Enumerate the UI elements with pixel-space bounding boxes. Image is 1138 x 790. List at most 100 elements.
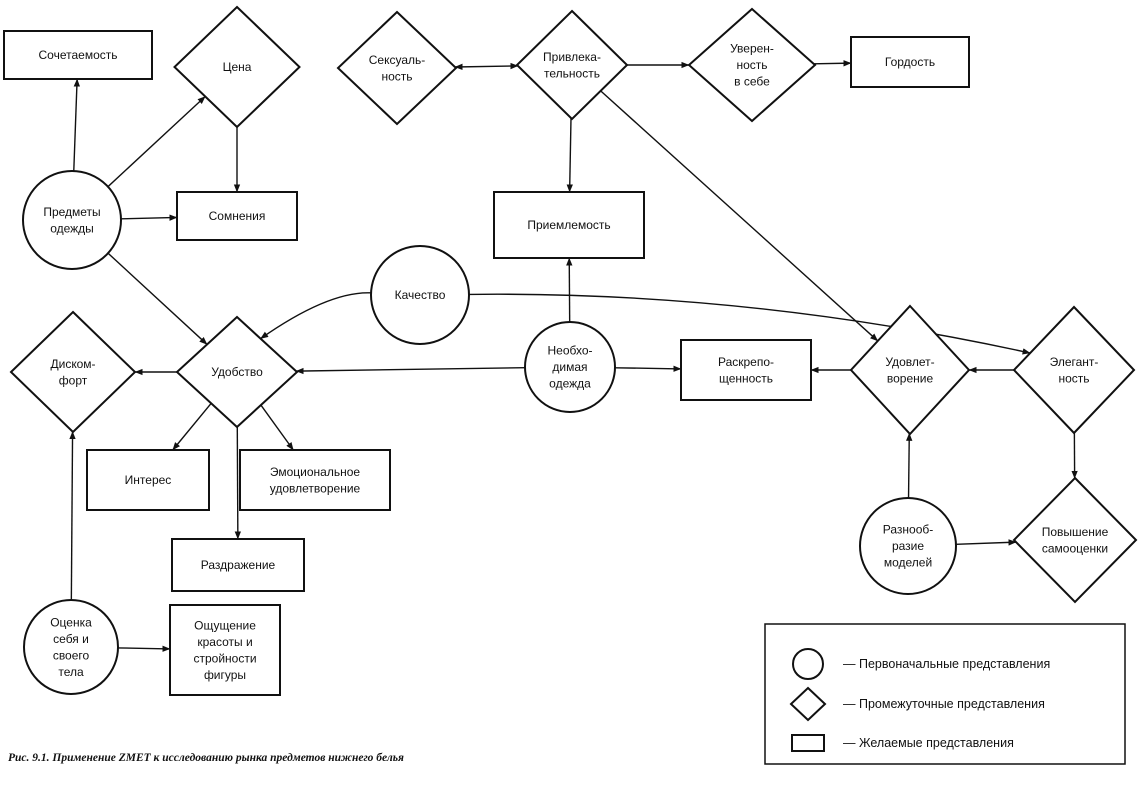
edge-kachestvo-udobstvo [260,292,372,340]
node-label: ворение [887,371,934,385]
legend-item-diamond: — Промежуточные представления [789,686,1045,722]
node-shape-diamond [1012,305,1136,435]
node-label: самооценки [1042,541,1108,555]
node-label: тельность [544,66,600,80]
legend-item-rect: — Желаемые представления [791,734,1014,752]
node-uverennost: Уверен-ность в себе [687,7,817,123]
legend-label: — Первоначальные представления [843,657,1050,671]
edge-raznoobrazie-povyshenie [955,539,1017,546]
node-label: Гордость [885,55,935,69]
node-label: своего [53,648,90,662]
edge-predmety-somneniya [120,214,178,221]
node-privlekatelnost: Привлека-тельность [515,9,629,121]
node-label: Дискoм- [51,357,96,371]
node-label: ность [1058,371,1089,385]
edge-neobkhodimaya-raskreposhchennost [614,365,682,372]
node-emotsionalnoe: Эмоциональное удовлетворение [239,449,391,511]
node-label: Цена [223,60,252,74]
node-shape-diamond [336,10,458,126]
node-sochetaemost: Сочетаемость [3,30,153,80]
node-shape-diamond [515,9,629,121]
figure-caption: Рис. 9.1. Применение ZMET к исследованию… [8,752,404,764]
edge-otsenka-oshchushchenie [117,645,171,652]
legend-item-circle: — Первоначальные представления [792,648,1050,680]
node-label: Качество [395,288,446,302]
node-label: разие [892,539,924,553]
legend-label: — Промежуточные представления [843,697,1045,711]
node-interes: Интерес [86,449,210,511]
node-label: Удобство [211,365,263,379]
edge-predmety-udobstvo [107,252,208,345]
edge-udobstvo-emotsionalnoe [260,404,294,451]
edge-privlekatelnost-priemlemost [566,118,573,193]
node-label: в себе [734,75,770,89]
node-shape-circle [859,497,957,595]
node-shape-circle [370,245,470,345]
edge-otsenka-diskomfort [69,431,76,601]
legend-circle-icon [792,648,824,680]
node-shape-diamond [687,7,817,123]
node-shape-circle [22,170,122,270]
node-label: Уверен- [730,42,774,56]
node-label: Раскрепо- [718,355,774,369]
node-label: ность [736,58,767,72]
node-shape-diamond [173,5,301,129]
node-label: одежды [50,221,94,235]
edge-privlekatelnost-udovletvorenie [600,90,879,342]
node-label: фигуры [204,668,246,682]
edge-predmety-sochetaemost [73,78,81,172]
node-shape-rect [493,191,645,259]
node-gordost: Гордость [850,36,970,88]
node-shape-rect [86,449,210,511]
edge-udobstvo-interes [172,402,212,451]
node-label: Оценка [50,615,92,629]
edge-raznoobrazie-udovletvorenie [905,432,913,499]
edge-predmety-tsena [107,95,206,188]
node-label: Интерес [125,473,172,487]
node-label: Повышение [1042,525,1109,539]
node-priemlemost: Приемлемость [493,191,645,259]
node-label: Сомнения [209,209,266,223]
node-neobkhodimaya: Необхо-димая одежда [524,321,616,413]
node-label: тела [58,665,84,679]
node-label: Раздражение [201,558,276,572]
node-label: димая [552,360,587,374]
legend-rect-icon [791,734,825,752]
node-shape-rect [171,538,305,592]
edge-udobstvo-razdrazhenie [234,426,242,540]
node-kachestvo: Качество [370,245,470,345]
node-shape-rect [176,191,298,241]
edge-neobkhodimaya-udobstvo [295,366,526,375]
node-label: Привлека- [543,50,601,64]
node-label: ность [381,69,412,83]
node-label: Элегант- [1050,355,1099,369]
node-shape-rect [680,339,812,401]
node-label: Необхо- [547,344,592,358]
node-shape-circle [524,321,616,413]
node-label: Приемлемость [527,218,610,232]
node-label: моделей [884,556,932,570]
legend: — Первоначальные представления — Промежут… [764,623,1126,765]
node-shape-diamond [175,315,299,429]
legend-label: — Желаемые представления [843,736,1014,750]
node-elegantnost: Элегант-ность [1012,305,1136,435]
node-label: Ощущение [194,618,256,632]
node-shape-diamond [1012,476,1138,604]
node-shape-rect [169,604,281,696]
node-label: Предметы [43,205,100,219]
node-shape-rect [850,36,970,88]
node-shape-diamond [9,310,137,434]
node-label: Сексуаль- [369,53,426,67]
node-label: одежда [549,377,591,391]
node-diskomfort: Дискoм-форт [9,310,137,434]
node-udovletvorenie: Удовлет-ворение [849,304,971,436]
node-label: удовлетворение [270,481,361,495]
node-shape-rect [3,30,153,80]
node-seksualnost: Сексуаль-ность [336,10,458,126]
node-somneniya: Сомнения [176,191,298,241]
edges-layer [69,60,1078,652]
node-label: Эмоциональное [270,465,361,479]
